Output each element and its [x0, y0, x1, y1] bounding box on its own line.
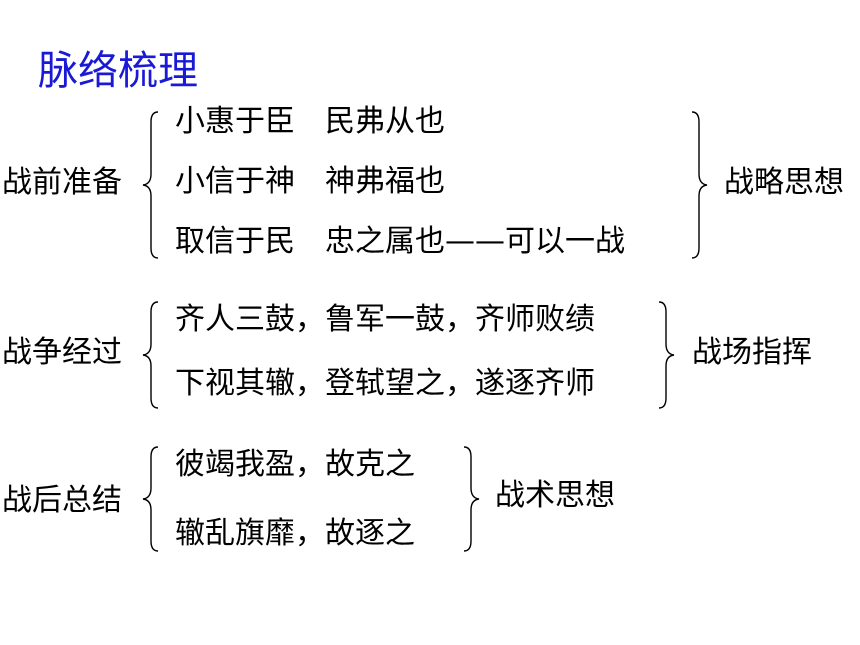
- list-item: 彼竭我盈，故克之: [175, 447, 415, 482]
- section-label: 战前准备: [2, 165, 122, 200]
- left-brace-icon: [142, 301, 159, 409]
- section-label: 战争经过: [2, 335, 122, 370]
- list-item: 下视其辙，登轼望之，遂逐齐师: [175, 366, 595, 401]
- phrase-b: 神弗福也: [325, 164, 445, 199]
- list-item: 辙乱旗靡，故逐之: [175, 516, 415, 551]
- phrase-a: 取信于民: [175, 224, 295, 259]
- section-label: 战后总结: [2, 483, 122, 518]
- section-summary: 战略思想: [724, 165, 844, 200]
- phrase-a: 小惠于臣: [175, 104, 295, 139]
- list-item: 齐人三鼓，鲁军一鼓，齐师败绩: [175, 302, 595, 337]
- left-brace-icon: [142, 111, 159, 259]
- section-summary: 战场指挥: [692, 335, 812, 370]
- phrase-b: 忠之属也——可以一战: [325, 224, 625, 259]
- phrase-a: 小信于神: [175, 164, 295, 199]
- page-title: 脉络梳理: [38, 48, 198, 94]
- right-brace-icon: [658, 301, 675, 409]
- right-brace-icon: [463, 446, 480, 552]
- list-item: 小惠于臣民弗从也: [175, 104, 445, 140]
- left-brace-icon: [142, 446, 159, 552]
- phrase-b: 民弗从也: [325, 104, 445, 139]
- list-item: 小信于神神弗福也: [175, 164, 445, 200]
- right-brace-icon: [691, 111, 708, 259]
- list-item: 取信于民忠之属也——可以一战: [175, 224, 625, 260]
- section-summary: 战术思想: [495, 478, 615, 513]
